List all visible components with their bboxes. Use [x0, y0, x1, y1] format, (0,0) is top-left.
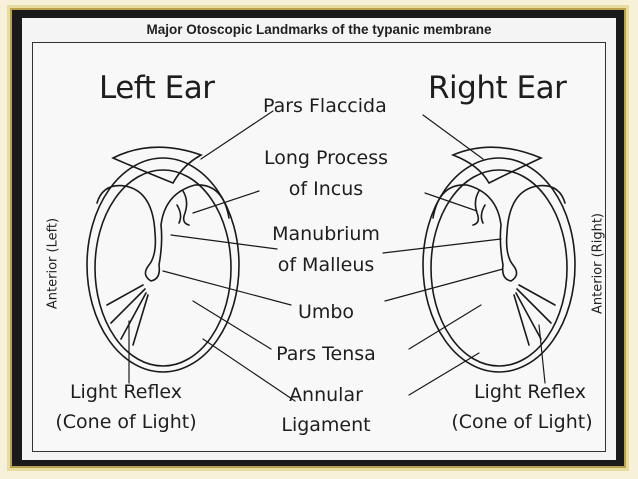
left-pars-flaccida-shape — [111, 146, 203, 185]
right-incus-tip — [480, 204, 486, 224]
left-tympanic-membrane — [86, 146, 240, 373]
leader-pars-tensa-right — [408, 304, 482, 350]
label-light-reflex-left-line1: Light Reflex — [69, 381, 183, 403]
label-umbo: Umbo — [297, 301, 355, 323]
leader-annular-right — [408, 352, 480, 396]
left-annulus-inner — [94, 169, 232, 367]
leader-light-reflex-right — [538, 324, 546, 384]
leader-umbo-right — [384, 268, 504, 302]
diagram-area: Left Ear Right Ear Pars Flaccida Long Pr… — [32, 42, 606, 452]
figure-panel: Major Otoscopic Landmarks of the typanic… — [22, 18, 616, 460]
label-pars-tensa: Pars Tensa — [276, 343, 376, 365]
slide: Major Otoscopic Landmarks of the typanic… — [12, 10, 624, 466]
leader-umbo-left — [162, 270, 292, 306]
ear-diagram — [86, 110, 576, 402]
leader-manubrium-right — [382, 238, 502, 254]
label-light-reflex-right-line1: Light Reflex — [473, 381, 587, 403]
label-manubrium-line2: of Malleus — [277, 254, 375, 276]
right-annulus-inner — [430, 169, 568, 367]
left-light-reflex — [106, 284, 149, 346]
right-malleus-outline — [432, 184, 566, 282]
label-pars-flaccida: Pars Flaccida — [263, 95, 387, 117]
left-malleus-outline — [96, 184, 230, 282]
leader-annular-left — [202, 338, 296, 402]
leader-lines — [128, 110, 546, 402]
leader-incus-left — [192, 190, 260, 214]
label-light-reflex-right-line2: (Cone of Light) — [451, 411, 593, 433]
left-ear-heading: Left Ear — [99, 70, 215, 106]
label-light-reflex-left-line2: (Cone of Light) — [55, 411, 197, 433]
left-anterior-label: Anterior (Left) — [45, 217, 61, 310]
label-annular-line1: Annular — [289, 384, 363, 406]
left-incus — [182, 190, 190, 226]
right-annulus-outer — [422, 157, 576, 373]
label-manubrium-line1: Manubrium — [272, 223, 380, 245]
label-annular-line2: Ligament — [281, 414, 371, 436]
right-ear-heading: Right Ear — [428, 70, 567, 106]
right-light-reflex — [513, 284, 556, 346]
right-anterior-label: Anterior (Right) — [590, 213, 606, 314]
left-annulus-outer — [86, 157, 240, 373]
leader-pars-tensa-left — [192, 300, 272, 350]
figure-title: Major Otoscopic Landmarks of the typanic… — [146, 22, 492, 37]
leader-pars-flaccida-right — [422, 114, 484, 160]
left-incus-tip — [176, 204, 182, 224]
leader-manubrium-left — [170, 234, 278, 250]
label-long-process-line1: Long Process — [263, 147, 389, 169]
label-long-process-line2: of Incus — [288, 178, 364, 200]
right-incus — [472, 190, 480, 226]
right-pars-flaccida-shape — [450, 146, 543, 185]
leader-pars-flaccida-left — [200, 110, 274, 160]
leader-incus-right — [424, 192, 478, 212]
right-tympanic-membrane — [422, 146, 576, 373]
